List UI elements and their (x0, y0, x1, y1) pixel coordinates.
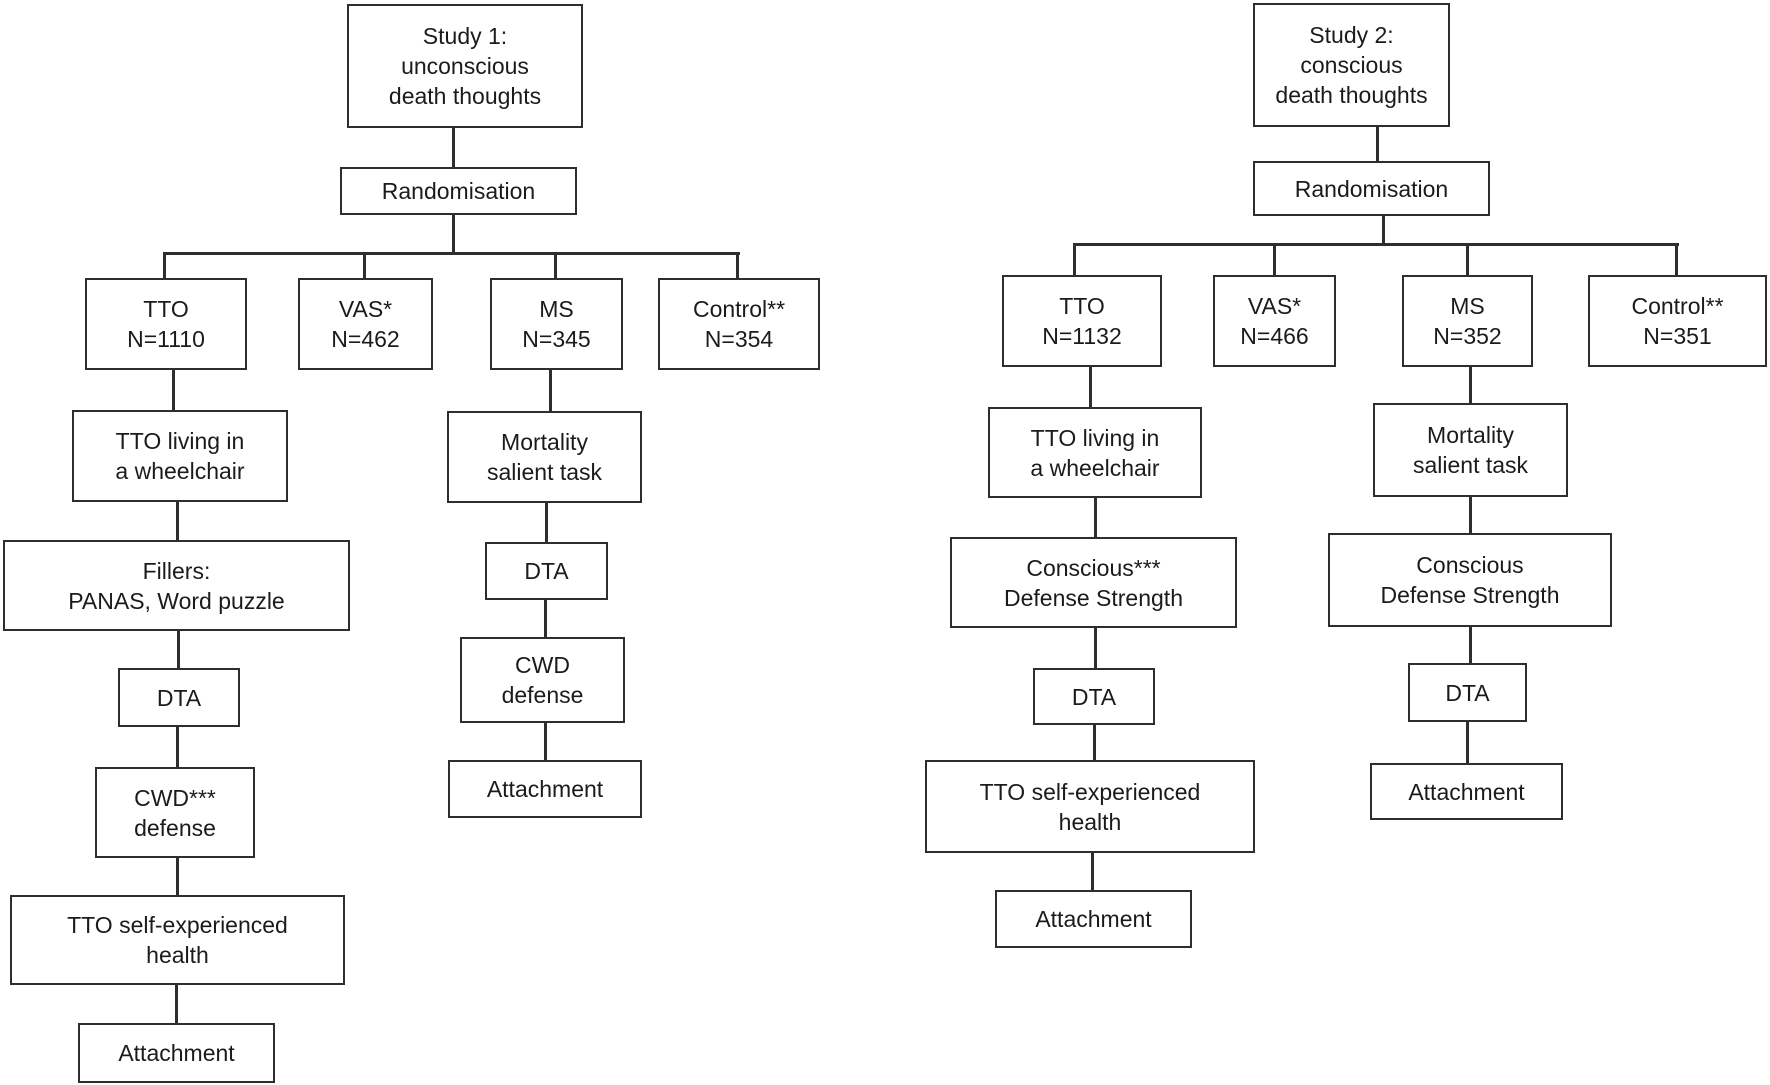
connector (544, 600, 547, 637)
connector (1074, 243, 1679, 246)
node-study2-randomisation: Randomisation (1253, 161, 1490, 216)
node-study2-ms-mortality: Mortality salient task (1373, 403, 1568, 497)
node-study1-ms-dta: DTA (485, 542, 608, 600)
node-study1-tto-wheelchair: TTO living in a wheelchair (72, 410, 288, 502)
node-study2-tto-attachment: Attachment (995, 890, 1192, 948)
connector (1089, 367, 1092, 407)
connector (177, 631, 180, 668)
connector (1675, 243, 1678, 275)
connector (549, 370, 552, 411)
node-study1-arm-control: Control** N=354 (658, 278, 820, 370)
connector (1094, 628, 1097, 668)
node-study2-ms-dta: DTA (1408, 663, 1527, 722)
node-study2-ms-attachment: Attachment (1370, 763, 1563, 820)
node-study2-ms-conscious-defense: Conscious Defense Strength (1328, 533, 1612, 627)
connector (1466, 243, 1469, 275)
node-study2-arm-ms: MS N=352 (1402, 275, 1533, 367)
connector (1469, 367, 1472, 403)
node-study1-title: Study 1: unconscious death thoughts (347, 4, 583, 128)
connector (175, 985, 178, 1023)
node-study1-arm-vas: VAS* N=462 (298, 278, 433, 370)
connector (1376, 127, 1379, 161)
connector (163, 252, 166, 278)
connector (736, 252, 739, 278)
connector (544, 723, 547, 760)
connector (554, 252, 557, 278)
connector (176, 502, 179, 540)
connector (1466, 722, 1469, 763)
connector (1073, 243, 1076, 275)
node-study1-tto-cwd-defense: CWD*** defense (95, 767, 255, 858)
connector (1382, 216, 1385, 243)
connector (1093, 725, 1096, 760)
connector (1469, 497, 1472, 533)
connector (1094, 498, 1097, 537)
node-study1-arm-ms: MS N=345 (490, 278, 623, 370)
node-study1-tto-dta: DTA (118, 668, 240, 727)
node-study2-tto-health: TTO self-experienced health (925, 760, 1255, 853)
node-study2-title: Study 2: conscious death thoughts (1253, 3, 1450, 127)
node-study2-tto-wheelchair: TTO living in a wheelchair (988, 407, 1202, 498)
node-study2-arm-tto: TTO N=1132 (1002, 275, 1162, 367)
connector (172, 370, 175, 410)
connector (363, 252, 366, 278)
node-study1-ms-mortality: Mortality salient task (447, 411, 642, 503)
connector (452, 128, 455, 167)
connector (1469, 627, 1472, 663)
node-study2-tto-conscious-defense: Conscious*** Defense Strength (950, 537, 1237, 628)
node-study2-arm-vas: VAS* N=466 (1213, 275, 1336, 367)
connector (1091, 853, 1094, 890)
node-study2-tto-dta: DTA (1033, 668, 1155, 725)
node-study1-tto-attachment: Attachment (78, 1023, 275, 1083)
node-study1-ms-attachment: Attachment (448, 760, 642, 818)
node-study2-arm-control: Control** N=351 (1588, 275, 1767, 367)
node-study1-tto-fillers: Fillers: PANAS, Word puzzle (3, 540, 350, 631)
node-study1-tto-health: TTO self-experienced health (10, 895, 345, 985)
node-study1-ms-cwd-defense: CWD defense (460, 637, 625, 723)
connector (176, 727, 179, 767)
connector (545, 503, 548, 542)
connector (164, 252, 740, 255)
connector (452, 215, 455, 252)
node-study1-arm-tto: TTO N=1110 (85, 278, 247, 370)
connector (1273, 243, 1276, 275)
connector (176, 858, 179, 895)
node-study1-randomisation: Randomisation (340, 167, 577, 215)
